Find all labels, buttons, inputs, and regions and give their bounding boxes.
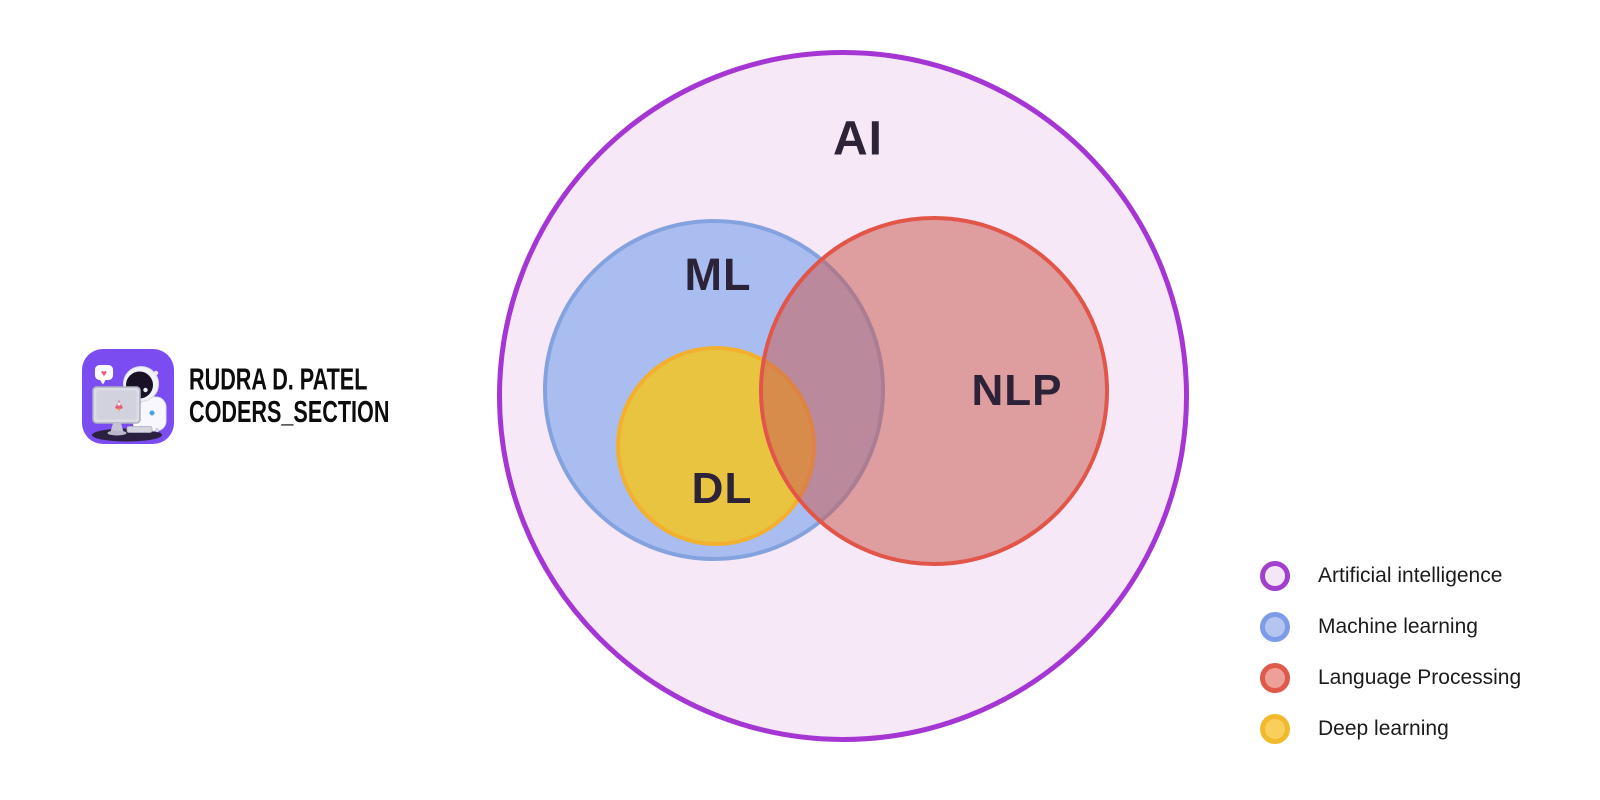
legend-swatch-language-processing-icon xyxy=(1260,663,1290,693)
legend: Artificial intelligence Machine learning… xyxy=(1260,561,1521,744)
keyboard-icon xyxy=(126,426,160,433)
brand-name-line2: CODERS_SECTION xyxy=(189,395,390,430)
legend-swatch-artificial-intelligence-icon xyxy=(1260,561,1290,591)
brand-name-line1: RUDRA D. PATEL xyxy=(189,362,368,397)
astronaut-logo-illustration: ♥ xyxy=(82,349,174,444)
speech-bubble-heart-icon: ♥ xyxy=(95,365,113,385)
rocket-icon xyxy=(115,400,123,412)
legend-label: Deep learning xyxy=(1318,717,1449,740)
legend-item-artificial-intelligence: Artificial intelligence xyxy=(1260,561,1521,591)
venn-circle-language-processing xyxy=(759,216,1109,566)
venn-label-dl: DL xyxy=(691,464,753,513)
venn-label-nlp: NLP xyxy=(971,366,1063,415)
legend-swatch-deep-learning-icon xyxy=(1260,714,1290,744)
venn-label-ml: ML xyxy=(684,249,752,300)
legend-label: Machine learning xyxy=(1318,615,1478,638)
legend-swatch-machine-learning-icon xyxy=(1260,612,1290,642)
svg-text:♥: ♥ xyxy=(101,369,107,380)
brand-name: RUDRA D. PATEL CODERS_SECTION xyxy=(189,362,390,430)
legend-label: Language Processing xyxy=(1318,666,1522,689)
legend-item-language-processing: Language Processing xyxy=(1260,663,1521,693)
legend-item-machine-learning: Machine learning xyxy=(1260,612,1521,642)
legend-item-deep-learning: Deep learning xyxy=(1260,714,1521,744)
legend-label: Artificial intelligence xyxy=(1318,564,1503,587)
monitor-icon xyxy=(92,386,141,436)
venn-label-ai: AI xyxy=(833,112,883,166)
